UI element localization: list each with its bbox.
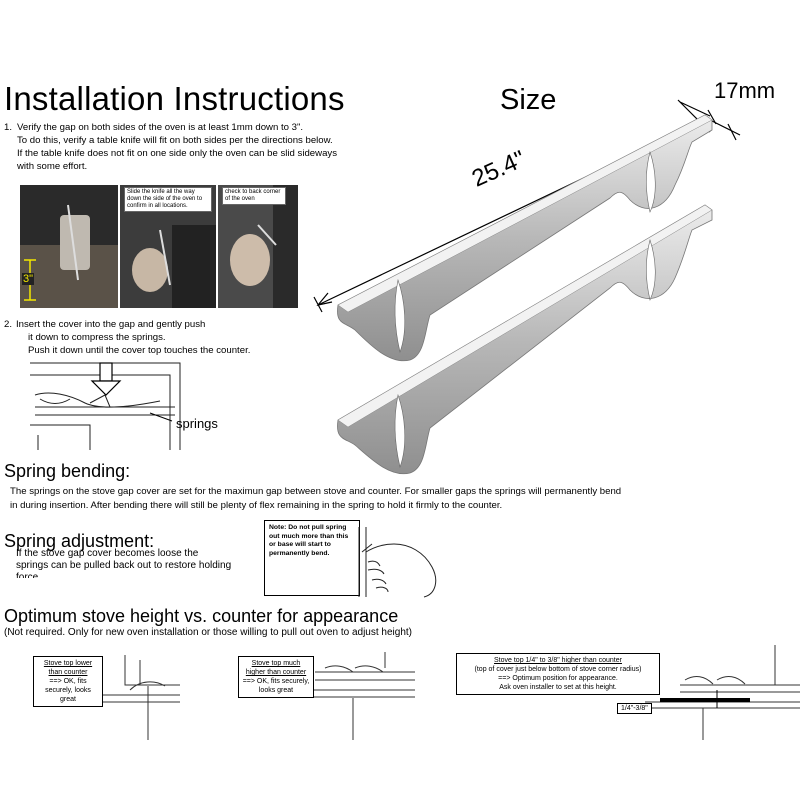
- panel3-box: Stove top 1/4" to 3/8" higher than count…: [456, 653, 660, 695]
- step2-text: Insert the cover into the gap and gently…: [16, 318, 316, 357]
- step1-line: To do this, verify a table knife will fi…: [17, 135, 333, 146]
- step2-line: Insert the cover into the gap and gently…: [16, 319, 206, 330]
- spring-note-box: Note: Do not pull spring out much more t…: [264, 520, 360, 596]
- photo-knife-gap: 3": [20, 185, 118, 308]
- gap-cover-bottom: [337, 204, 713, 475]
- step2-number: 2.: [4, 319, 13, 330]
- panel3-line: (top of cover just below bottom of stove…: [474, 666, 642, 673]
- photo-caption-2: check to back corner of the oven: [222, 187, 286, 205]
- gap-cover-illustration: [313, 99, 741, 475]
- step2-line: it down to compress the springs.: [28, 332, 166, 343]
- insertion-sketch: [30, 362, 181, 450]
- optimum-heading: Optimum stove height vs. counter for app…: [4, 606, 399, 626]
- panel1-title: than counter: [48, 669, 88, 676]
- panel2-title: higher than counter: [245, 669, 307, 676]
- panel3-line: Ask oven installer to set at this height…: [499, 684, 617, 691]
- photo-measure-label: 3": [22, 273, 35, 285]
- panel2-box: Stove top much higher than counter ==> O…: [238, 656, 314, 698]
- spring-bending-text: The springs on the stove gap cover are s…: [10, 485, 800, 513]
- step1-number: 1.: [4, 122, 13, 133]
- panel3-title: Stove top 1/4" to 3/8" higher than count…: [494, 657, 622, 664]
- width-label: 17mm: [714, 78, 776, 103]
- photo-slide-knife: Slide the knife all the way down the sid…: [120, 185, 216, 308]
- panel1-sketch: [90, 655, 180, 740]
- spring-adjustment-line: force: [16, 572, 39, 578]
- gap-cover-top: [337, 114, 713, 362]
- down-arrow-icon: [90, 362, 122, 396]
- photo-back-corner: check to back corner of the oven: [218, 185, 298, 308]
- step2-line: Push it down until the cover top touches…: [28, 345, 251, 356]
- spring-adjustment-line: springs can be pulled back out to restor…: [16, 560, 232, 571]
- spring-adjustment-text: If the stove gap cover becomes loose the…: [16, 548, 266, 578]
- step1-line: Verify the gap on both sides of the oven…: [17, 122, 304, 133]
- step1-line: with some effort.: [17, 161, 88, 172]
- spring-adjustment-heading: Spring adjustment:: [4, 531, 155, 551]
- panel2-sketch: [305, 652, 415, 740]
- panel3-sketch: [645, 645, 800, 740]
- panel2-body: ==> OK, fits securely, looks great: [242, 678, 310, 694]
- spring-bending-line: The springs on the stove gap cover are s…: [10, 486, 622, 497]
- spring-bending-line: in during insertion. After bending there…: [10, 500, 503, 511]
- panel1-box: Stove top lower than counter ==> OK, fit…: [33, 656, 103, 707]
- hand-pulling-spring-sketch: [358, 527, 437, 598]
- panel1-body: ==> OK, fits securely, looks great: [45, 678, 91, 703]
- springs-label: springs: [176, 416, 218, 431]
- spring-bending-heading: Spring bending:: [4, 461, 131, 481]
- panel2-title: Stove top much: [251, 660, 301, 667]
- size-heading: Size: [500, 84, 557, 116]
- spring-adjustment-line: If the stove gap cover becomes loose the: [16, 548, 199, 559]
- page-title: Installation Instructions: [4, 80, 345, 117]
- panel3-measure: 1/4"-3/8": [617, 703, 652, 714]
- photo-caption-1: Slide the knife all the way down the sid…: [124, 187, 212, 212]
- step1-text: Verify the gap on both sides of the oven…: [17, 121, 397, 173]
- optimum-subheading: (Not required. Only for new oven install…: [4, 627, 413, 638]
- panel1-title: Stove top lower: [43, 660, 93, 667]
- step1-line: If the table knife does not fit on one s…: [17, 148, 337, 159]
- width-dimension-line: [679, 101, 741, 141]
- panel3-line: ==> Optimum position for appearance.: [498, 675, 618, 682]
